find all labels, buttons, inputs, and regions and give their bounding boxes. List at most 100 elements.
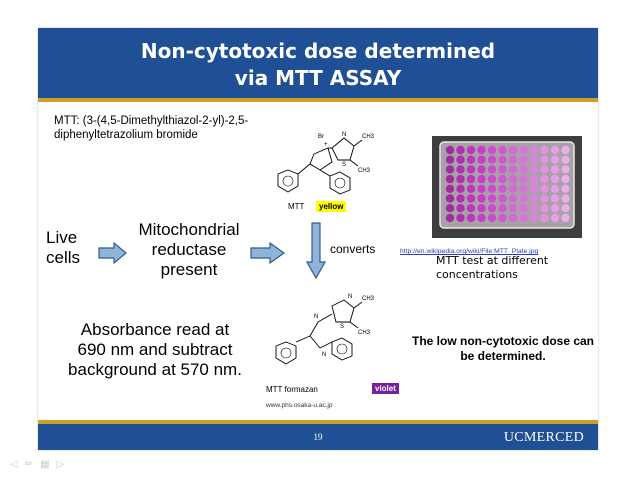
plate-well (540, 165, 548, 173)
mito-line-2: reductase (126, 240, 252, 260)
plate-well (477, 165, 485, 173)
plate-well (509, 204, 517, 212)
plate-well (446, 175, 454, 183)
plate-well (488, 175, 496, 183)
plate-well (509, 175, 517, 183)
plate-well (519, 204, 527, 212)
live-cells-line-1: Live (46, 228, 100, 248)
plate-well (477, 194, 485, 202)
formazan-n-label-2: N (348, 294, 352, 300)
plate-well (498, 165, 506, 173)
plate-well (551, 214, 559, 222)
plate-caption: MTT test at different concentrations (436, 254, 586, 282)
down-arrow-icon (306, 222, 326, 280)
plate-well (488, 165, 496, 173)
mtt-label: MTT (288, 202, 304, 211)
plate-well (561, 175, 569, 183)
plate-well (477, 185, 485, 193)
plate-well (540, 214, 548, 222)
yellow-tag: yellow (316, 201, 346, 212)
plate-well (446, 204, 454, 212)
plate-well (477, 156, 485, 164)
mito-line-3: present (126, 260, 252, 280)
formazan-s-label: S (340, 324, 344, 330)
plate-well (530, 204, 538, 212)
absorb-line-1: Absorbance read at (48, 320, 262, 340)
plate-well (551, 146, 559, 154)
plate-well (456, 146, 464, 154)
mitochondrial-reductase-label: Mitochondrial reductase present (126, 220, 252, 280)
plate-well (551, 165, 559, 173)
formazan-structure-diagram: N N S CH3 CH3 N (256, 292, 380, 382)
pen-icon[interactable]: ✏ (25, 459, 33, 470)
live-cells-label: Live cells (46, 228, 100, 268)
formazan-ch3-label-1: CH3 (362, 296, 375, 302)
plate-well (467, 165, 475, 173)
plate-well (530, 185, 538, 193)
converts-label: converts (330, 242, 375, 256)
plate-well (488, 214, 496, 222)
mito-line-1: Mitochondrial (126, 220, 252, 240)
title-line-2: via MTT ASSAY (38, 65, 598, 92)
formazan-n-label-1: N (314, 314, 318, 320)
plate-well (456, 185, 464, 193)
ch3-label-1: CH3 (362, 134, 375, 140)
plate-well (477, 204, 485, 212)
plate-well (446, 214, 454, 222)
live-cells-line-2: cells (46, 248, 100, 268)
plate-well (561, 204, 569, 212)
page-number: 19 (305, 432, 331, 442)
plate-well (467, 146, 475, 154)
plate-well (519, 194, 527, 202)
plate-well (519, 185, 527, 193)
forward-icon[interactable]: ▷ (57, 459, 65, 470)
slide: Non-cytotoxic dose determined via MTT AS… (38, 28, 598, 450)
slides-icon[interactable]: ▦ (40, 459, 49, 470)
plate-well (551, 175, 559, 183)
plate-well (561, 146, 569, 154)
plate-well (551, 185, 559, 193)
plate-well (540, 194, 548, 202)
plate-well (540, 204, 548, 212)
plate-well (540, 146, 548, 154)
plate-well (530, 194, 538, 202)
plate-well (498, 175, 506, 183)
plate-well (467, 214, 475, 222)
plate-well (456, 194, 464, 202)
plate-well (530, 146, 538, 154)
ucmerced-logo: UCMERCED (504, 430, 584, 446)
plate-well (446, 194, 454, 202)
plate-well (456, 204, 464, 212)
n-atom-label: N (342, 132, 346, 138)
plate-well (446, 156, 454, 164)
formazan-ch3-label-2: CH3 (358, 330, 371, 336)
viewer-toolbar: ◁ ✏ ▦ ▷ (10, 459, 64, 470)
plate-well (488, 194, 496, 202)
plate-well (467, 194, 475, 202)
plate-well (540, 185, 548, 193)
plus-charge-label: + (324, 142, 328, 148)
plate-well (561, 165, 569, 173)
plate-well (551, 194, 559, 202)
plate-well (477, 175, 485, 183)
dose-conclusion: The low non-cytotoxic dose can be determ… (410, 334, 596, 364)
plate-well (488, 185, 496, 193)
slide-title: Non-cytotoxic dose determined via MTT AS… (38, 38, 598, 92)
plate-well (477, 146, 485, 154)
plate-well (467, 185, 475, 193)
plate-well (456, 214, 464, 222)
title-bar: Non-cytotoxic dose determined via MTT AS… (38, 28, 598, 102)
absorb-line-3: background at 570 nm. (48, 360, 262, 380)
plate-well (561, 194, 569, 202)
s-atom-label: S (342, 162, 346, 168)
plate-well (519, 146, 527, 154)
formazan-n-label-3: N (322, 352, 326, 358)
back-icon[interactable]: ◁ (10, 459, 18, 470)
plate-well (498, 214, 506, 222)
ch3-label-2: CH3 (358, 168, 371, 174)
plate-well (551, 204, 559, 212)
plate-well (477, 214, 485, 222)
plate-well (456, 156, 464, 164)
plate-well (540, 175, 548, 183)
plate-well (551, 156, 559, 164)
